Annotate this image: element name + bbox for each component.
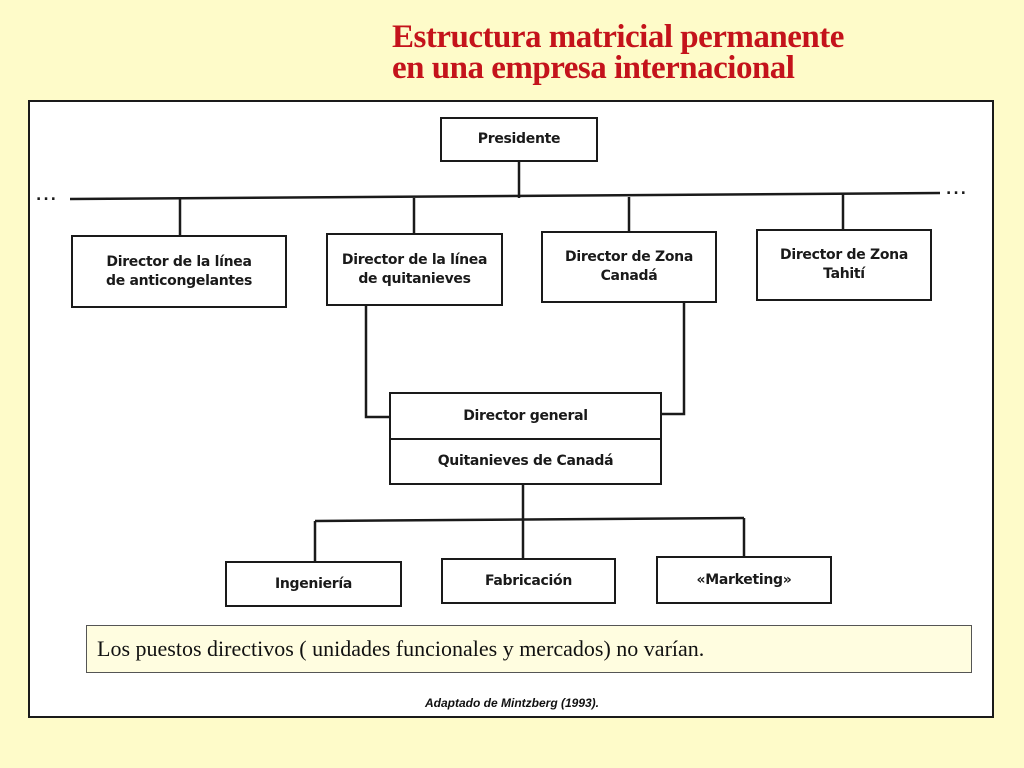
director-quitanieves-line1: Director de la línea: [341, 251, 488, 268]
president-label: Presidente: [477, 131, 561, 147]
director-zona-tahiti-box: Director de Zona Tahití: [756, 229, 932, 301]
link-quitanieves-general: [364, 305, 390, 419]
marketing-box: «Marketing»: [656, 556, 832, 604]
quitanieves-canada-label: Quitanieves de Canadá: [437, 453, 614, 469]
ellipsis-right: ...: [946, 182, 968, 198]
ingenieria-label: Ingeniería: [274, 575, 353, 592]
note-box: Los puestos directivos ( unidades funcio…: [86, 625, 972, 673]
director-zona-canada-box: Director de Zona Canadá: [541, 231, 717, 303]
director-zona-tahiti-line2: Tahití: [823, 266, 865, 282]
director-quitanieves-box: Director de la línea de quitanieves: [326, 233, 503, 306]
fabricacion-box: Fabricación: [441, 558, 616, 604]
ingenieria-box: Ingeniería: [225, 561, 402, 607]
quitanieves-canada-box: Quitanieves de Canadá: [389, 438, 662, 485]
marketing-label: «Marketing»: [696, 571, 792, 588]
director-general-label: Director general: [463, 407, 588, 424]
title-line-2: en una empresa internacional: [392, 50, 795, 86]
functions-bus: [314, 516, 745, 523]
link-canada-general: [661, 303, 686, 416]
president-box: Presidente: [440, 117, 598, 162]
source-citation: Adaptado de Mintzberg (1993).: [424, 696, 600, 710]
ellipsis-left: ...: [36, 188, 58, 204]
title-line-1: Estructura matricial permanente: [392, 19, 844, 55]
director-zona-canada-line1: Director de Zona: [565, 249, 693, 265]
director-anticongelantes-line2: de anticongelantes: [105, 272, 253, 289]
slide-title: Estructura matricial permanente en una e…: [392, 19, 844, 86]
director-quitanieves-line2: de quitanieves: [358, 270, 471, 287]
director-general-box: Director general: [389, 392, 662, 440]
director-anticongelantes-box: Director de la línea de anticongelantes: [71, 235, 287, 308]
level2-bus: [69, 191, 941, 201]
fabricacion-label: Fabricación: [484, 572, 573, 589]
director-zona-tahiti-line1: Director de Zona: [780, 247, 908, 263]
director-zona-canada-line2: Canadá: [600, 268, 658, 284]
director-anticongelantes-line1: Director de la línea: [106, 253, 252, 270]
note-text: Los puestos directivos ( unidades funcio…: [97, 636, 705, 661]
